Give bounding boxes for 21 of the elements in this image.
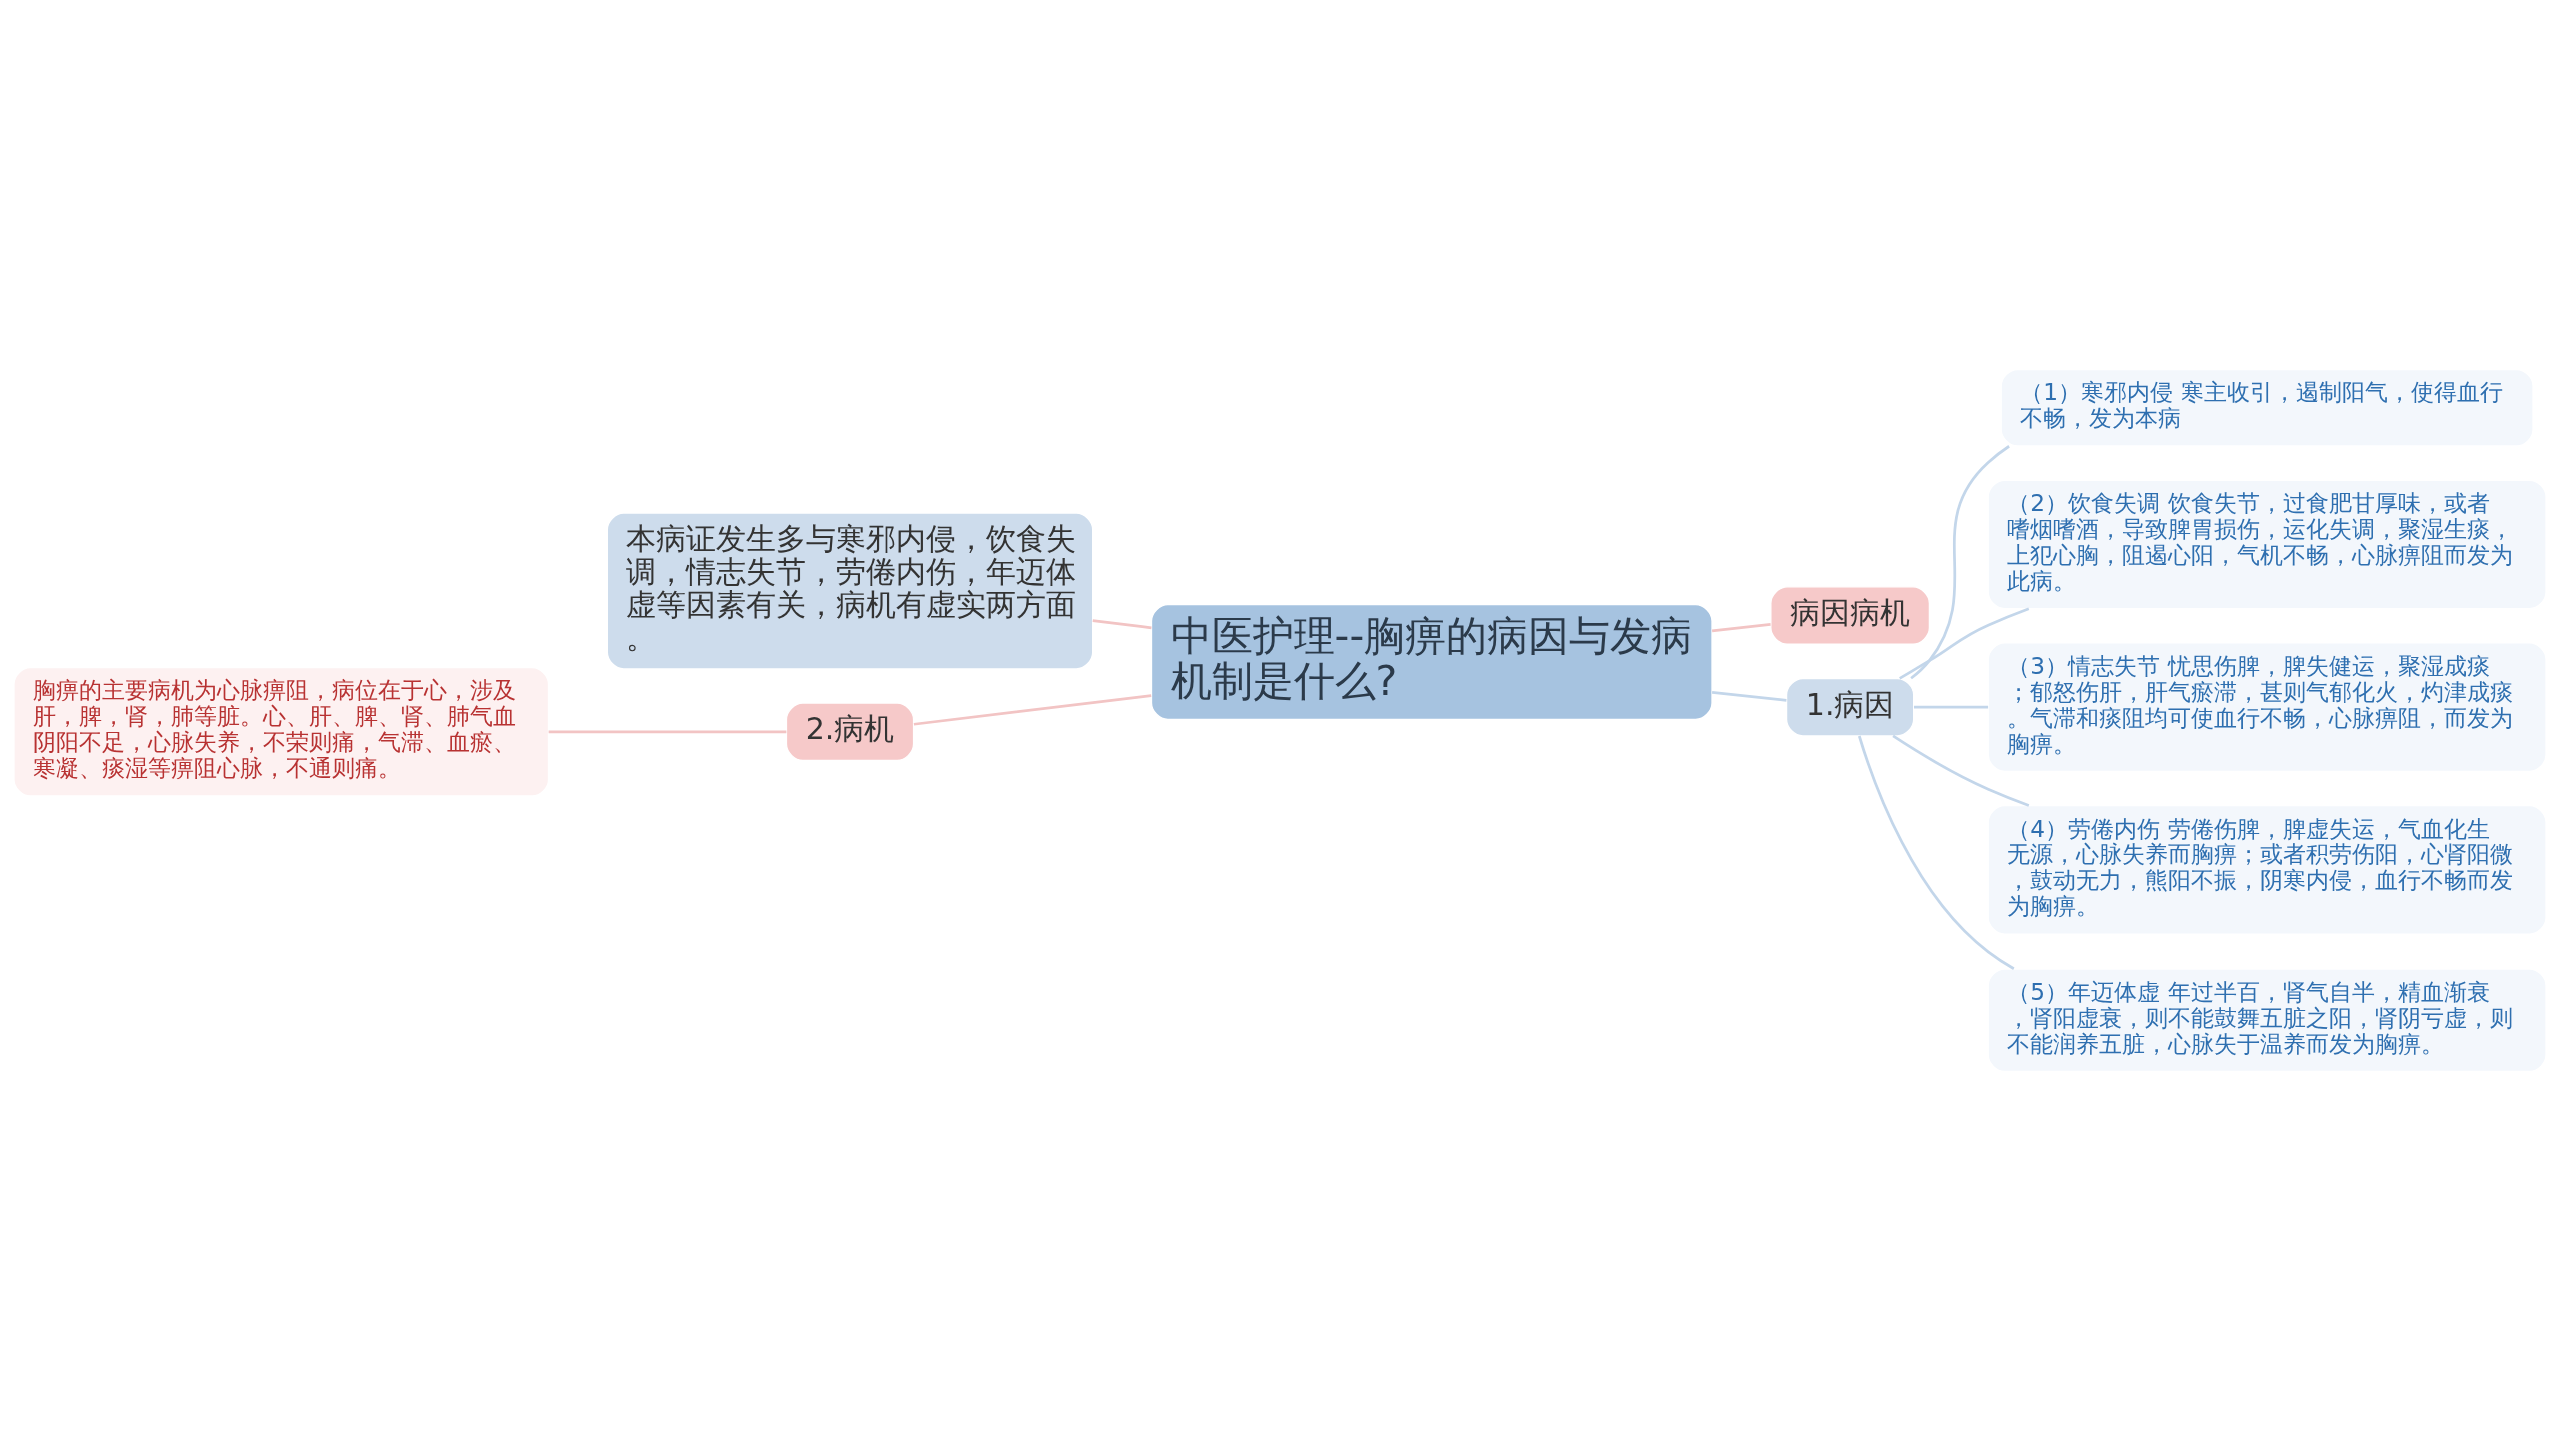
node-box: （3）情志失节 忧思伤脾，脾失健运，聚湿成痰；郁怒伤肝，肝气瘀滞，甚则气郁化火，灼津成痰。气滞和痰阻均可使血行不畅，心脉痹阻，而发为胸痹。 [1987,642,2547,773]
connector [1092,619,1152,630]
node-box: （2）饮食失调 饮食失节，过食肥甘厚味，或者嗜烟嗜酒，导致脾胃损伤，运化失调，聚湿生痰，上犯心胸，阻遏心阳，气机不畅，心脉痹阻而发为此病。 [1987,479,2547,610]
node-box: （4）劳倦内伤 劳倦伤脾，脾虚失运，气血化生无源，心脉失养而胸痹；或者积劳伤阳，心肾阳微，鼓动无力，熊阳不振，阴寒内侵，血行不畅而发为胸痹。 [1987,804,2547,935]
connector [913,694,1152,726]
node-box: 病因病机 [1770,586,1931,645]
connector [1913,705,1989,709]
connector [1899,607,2030,680]
node-box: 胸痹的主要病机为心脉痹阻，病位在于心，涉及肝，脾，肾，肺等脏。心、肝、脾、肾、肺气血阴阳不足，心脉失养，不荣则痛，气滞、血瘀、寒凝、痰湿等痹阻心脉，不通则痛。 [13,666,550,797]
connector [1910,445,2010,680]
node-box: （1）寒邪内侵 寒主收引，遏制阳气，使得血行不畅，发为本病 [2000,368,2534,447]
node-box: （5）年迈体虚 年过半百，肾气自半，精血渐衰，肾阳虚衰，则不能鼓舞五脏之阳，肾阴亏虚，则不能润养五脏，心脉失于温养而发为胸痹。 [1987,968,2547,1073]
connector [548,730,787,734]
connector [1892,734,2030,807]
connector [1711,622,1771,633]
node-box: 本病证发生多与寒邪内侵，饮食失调，情志失节，劳倦内伤，年迈体虚等因素有关，病机有虚实两方面。 [606,512,1094,670]
node-box: 1.病因 [1785,677,1915,737]
node-box: 中医护理--胸痹的病因与发病机制是什么? [1150,603,1713,721]
connector [1711,691,1787,702]
node-box: 2.病机 [785,702,915,762]
connector [1858,735,2015,970]
